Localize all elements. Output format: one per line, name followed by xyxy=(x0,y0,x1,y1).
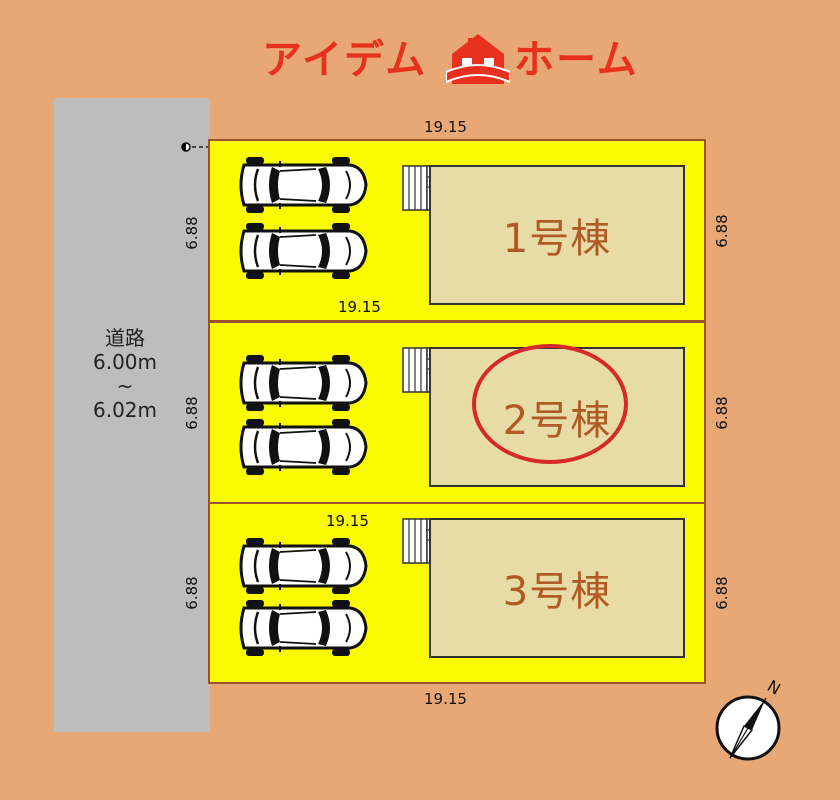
logo-text-right: ホーム xyxy=(514,37,639,83)
road xyxy=(54,98,210,732)
car-icon xyxy=(239,538,368,594)
road-label: 道路 xyxy=(105,326,145,350)
house-logo-icon xyxy=(446,34,510,84)
logo-text-left: アイデム xyxy=(262,37,428,83)
highlight-circle xyxy=(472,344,628,464)
dim-lot1-left: 6.88 xyxy=(183,216,201,250)
house-3: 3号棟 xyxy=(429,518,685,658)
dim-top: 19.15 xyxy=(424,118,467,136)
dim-lot2-right: 6.88 xyxy=(713,396,731,430)
road-label-block: 道路 6.00m ~ 6.02m xyxy=(70,326,180,422)
lot-3: 3号棟 xyxy=(208,502,706,684)
dim-lot1-right: 6.88 xyxy=(713,214,731,248)
dim-lot3-right: 6.88 xyxy=(713,576,731,610)
compass-icon xyxy=(715,695,781,761)
car-icon xyxy=(239,157,368,213)
car-icon xyxy=(239,355,368,411)
lot-1: 1号棟 xyxy=(208,139,706,322)
north-compass: N xyxy=(712,676,792,766)
dim-between-1-2: 19.15 xyxy=(338,298,381,316)
car-icon xyxy=(239,419,368,475)
brand-logo: アイデム ホーム xyxy=(262,30,642,90)
car-icon xyxy=(239,600,368,656)
dim-lot2-left: 6.88 xyxy=(183,396,201,430)
dim-bottom: 19.15 xyxy=(424,690,467,708)
house-1-label: 1号棟 xyxy=(502,216,612,262)
road-width-from: 6.00m xyxy=(92,350,157,374)
road-width-to: 6.02m xyxy=(92,398,157,422)
car-icon xyxy=(239,223,368,279)
dim-lot3-left: 6.88 xyxy=(183,576,201,610)
house-1: 1号棟 xyxy=(429,165,685,305)
dim-between-2-3: 19.15 xyxy=(326,512,369,530)
road-width-tilde: ~ xyxy=(116,374,134,398)
house-3-label: 3号棟 xyxy=(502,569,612,615)
lot-2: 2号棟 xyxy=(208,321,706,504)
